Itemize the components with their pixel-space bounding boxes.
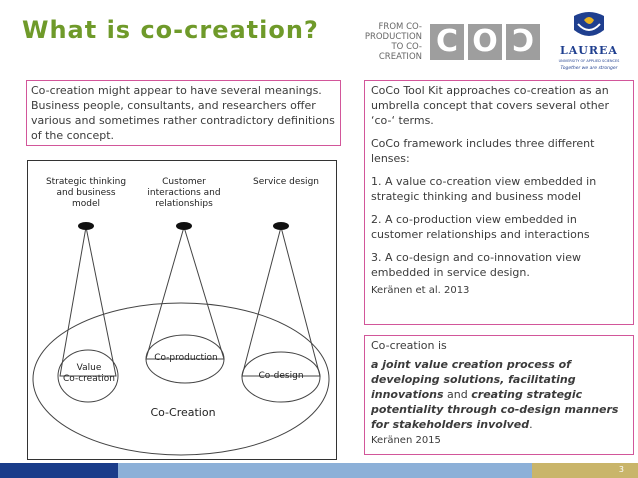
coco-logo-letter: C — [435, 24, 459, 59]
coco-logo-letter: C — [511, 24, 535, 59]
coco-logo-letter: O — [472, 24, 498, 59]
definition-emphasis: a joint value creation process of develo… — [371, 358, 576, 401]
laurea-tagline: Together we are stronger — [560, 66, 618, 71]
definition-connector: and — [443, 388, 472, 401]
footer-bar-blue — [0, 463, 118, 478]
diagram-top-label: Customer interactions and relationships — [147, 177, 221, 209]
intro-text-box: Co-creation might appear to have several… — [26, 80, 341, 146]
toolkit-paragraph: CoCo framework includes three different … — [371, 137, 595, 165]
definition-box: Co-creation is a joint value creation pr… — [364, 335, 634, 455]
toolkit-citation: Keränen et al. 2013 — [371, 285, 470, 296]
toolkit-paragraph: 1. A value co-creation view embedded in … — [371, 175, 597, 203]
intro-text: Co-creation might appear to have several… — [31, 84, 335, 142]
coco-logo-text: FROM CO- PRODUCTION TO CO- CREATION — [364, 22, 422, 62]
definition-citation: Keränen 2015 — [371, 435, 441, 446]
definition-lead: Co-creation is — [371, 339, 447, 352]
diagram-inner-label-coproduction: Co-production — [154, 353, 218, 363]
coco-logo-letter-box: O — [468, 24, 502, 60]
definition-text: a joint value creation process of develo… — [371, 357, 627, 432]
diagram-outer-label: Co-Creation — [150, 406, 216, 419]
coco-logo-letter-box: C — [430, 24, 464, 60]
page-number: 3 — [618, 465, 624, 474]
toolkit-box: CoCo Tool Kit approaches co-creation as … — [364, 80, 634, 325]
diagram-inner-label-codesign: Co-design — [258, 371, 304, 381]
definition-end: . — [529, 418, 533, 431]
toolkit-paragraph: 2. A co-production view embedded in cust… — [371, 213, 590, 241]
definition-emphasis: creating strategic potentiality through … — [371, 388, 619, 431]
laurea-logo: LAUREA UNIVERSITY OF APPLIED SCIENCES To… — [554, 10, 624, 72]
toolkit-paragraph: CoCo Tool Kit approaches co-creation as … — [371, 84, 609, 127]
laurea-subtitle: UNIVERSITY OF APPLIED SCIENCES — [558, 59, 620, 63]
diagram-inner-label-value-cocreation: Value Co-creation — [63, 363, 115, 384]
toolkit-paragraph: 3. A co-design and co-innovation view em… — [371, 251, 581, 279]
laurea-name: LAUREA — [560, 44, 618, 57]
page-title: What is co-creation? — [22, 16, 319, 44]
coco-logo-letter-box: C — [506, 24, 540, 60]
footer-bar-light — [118, 463, 532, 478]
diagram-top-label: Service design — [253, 177, 319, 187]
co-creation-diagram: Strategic thinking and business model Cu… — [27, 160, 337, 460]
diagram-top-label: Strategic thinking and business model — [45, 177, 127, 209]
footer-bar-gold — [532, 463, 638, 478]
laurea-emblem-icon — [574, 12, 604, 36]
diagram-graphic — [32, 222, 330, 456]
